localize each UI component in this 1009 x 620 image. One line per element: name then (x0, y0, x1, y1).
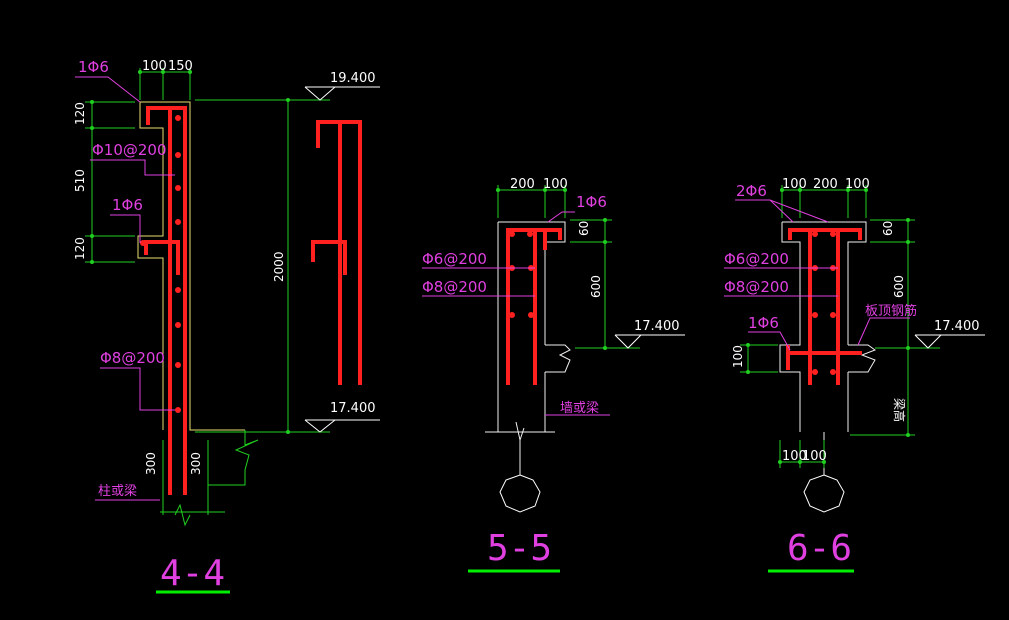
section-title-5-5: 5-5 (487, 528, 552, 569)
section-5-5-column-symbol (499, 474, 541, 513)
dim-bottom-left: 300 (144, 452, 158, 475)
section-6-6-rebar (786, 228, 862, 385)
rebar-label-top: 1Φ6 (576, 193, 607, 211)
elevation-top: 19.400 (330, 71, 376, 86)
dim-height: 2000 (272, 251, 286, 282)
dim-slab: 100 (731, 345, 745, 368)
rebar-label-horizontal: Φ10@200 (92, 141, 167, 159)
dim-bottom-right: 300 (189, 452, 203, 475)
rebar-label-a: Φ6@200 (422, 250, 487, 268)
slab-note: 板顶钢筋 (865, 303, 917, 319)
section-5-5-elevation-mark (614, 334, 685, 349)
section-6-6-leaders (724, 199, 910, 351)
section-6-6: 100 200 100 2Φ6 Φ6@200 Φ8@200 1Φ6 板顶钢筋 6… (724, 177, 985, 573)
section-4-4-detail-bars (311, 120, 362, 385)
section-5-5-rebar-dots (509, 231, 534, 318)
section-4-4-outline (137, 101, 245, 431)
support-note: 柱或梁 (98, 484, 137, 499)
rebar-label-mid: 1Φ6 (112, 196, 143, 214)
dim-left-3: 120 (73, 237, 87, 260)
rebar-label-b: Φ8@200 (422, 278, 487, 296)
rebar-label-vertical: Φ8@200 (100, 349, 165, 367)
dim-bottom-a: 100 (782, 449, 807, 464)
dim-height: 600 (892, 275, 906, 298)
elevation: 17.400 (934, 319, 980, 334)
dim-top-a: 100 (142, 59, 167, 74)
section-6-6-elevation-mark (914, 334, 985, 349)
section-4-4: 1Φ6 100 150 Φ10@200 1Φ6 Φ8@200 柱或梁 120 5… (73, 58, 380, 594)
dim-flange: 60 (881, 221, 895, 236)
section-5-5-leaders (422, 211, 610, 416)
section-5-5-rebar (506, 228, 562, 385)
rebar-label-top: 2Φ6 (736, 182, 767, 200)
dim-bottom-b: 100 (802, 449, 827, 464)
dim-top-a: 200 (510, 177, 535, 192)
section-4-4-rebar-dots (140, 115, 181, 413)
rebar-label-b: Φ8@200 (724, 278, 789, 296)
rebar-label-slab: 1Φ6 (748, 314, 779, 332)
elevation: 17.400 (634, 319, 680, 334)
dim-height: 600 (589, 275, 603, 298)
beam-note: 梁高 (892, 398, 907, 422)
rebar-label-top: 1Φ6 (78, 58, 109, 76)
section-title-4-4: 4-4 (160, 553, 225, 594)
dim-top-c: 100 (845, 177, 870, 192)
section-4-4-dim-ticks (90, 70, 290, 434)
section-5-5-dim-ticks (496, 188, 607, 350)
section-6-6-rebar-dots (812, 231, 836, 375)
dim-top-b: 150 (168, 59, 193, 74)
section-4-4-leaders (75, 76, 175, 501)
dim-flange: 60 (577, 221, 591, 236)
section-5-5: 200 100 1Φ6 Φ6@200 Φ8@200 60 600 17.400 … (422, 177, 685, 573)
section-5-5-outline (485, 221, 571, 475)
elevation-bottom: 17.400 (330, 401, 376, 416)
section-title-6-6: 6-6 (787, 528, 852, 569)
section-4-4-elevation-marks (304, 86, 380, 433)
dim-left-1: 120 (73, 102, 87, 125)
section-6-6-outline (779, 221, 877, 475)
section-6-6-dim-ticks (746, 188, 910, 464)
dim-top-b: 200 (813, 177, 838, 192)
section-4-4-rebar (144, 106, 187, 495)
section-5-5-dimensions (497, 185, 640, 349)
dim-top-b: 100 (543, 177, 568, 192)
dim-top-a: 100 (782, 177, 807, 192)
section-4-4-dimensions (85, 68, 330, 527)
section-6-6-column-symbol (803, 474, 845, 513)
dim-left-2: 510 (73, 169, 87, 192)
rebar-label-a: Φ6@200 (724, 250, 789, 268)
support-note: 墙或梁 (560, 401, 599, 416)
